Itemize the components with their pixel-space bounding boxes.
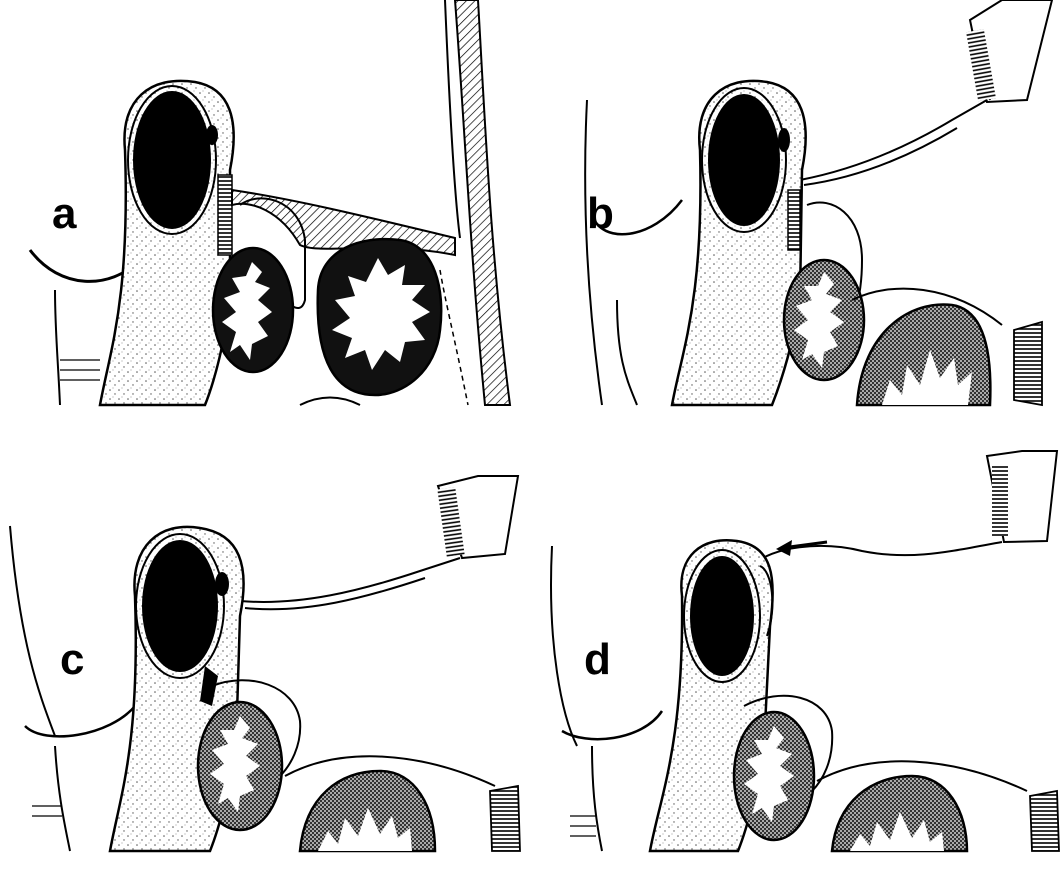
dark-oval [690,556,754,676]
left-tube-wall [55,746,70,851]
panel-d-label: d [584,638,611,682]
small-vessel [215,572,229,596]
left-wall [551,546,577,746]
panel-b-label: b [587,192,614,236]
lower-tube [1014,322,1042,405]
dark-oval [142,540,218,672]
lower-tube [1030,791,1059,851]
outer-wall-hatched [455,0,510,405]
hatched-septum [232,190,455,255]
small-vessel [206,125,218,145]
left-tube-wall [55,290,60,405]
connective-tissue [440,270,468,405]
striped-strip [788,190,800,250]
membrane-line [240,558,460,602]
small-vessel [778,128,790,152]
upper-tube-stripes [992,464,1008,536]
left-tube-wall [592,746,602,851]
lower-tube [490,786,520,851]
panel-d: d [532,446,1064,892]
panel-a-drawing [0,0,532,446]
dark-oval [134,92,210,228]
left-tube-lines [570,816,596,836]
left-wall [585,100,602,405]
striped-strip [218,175,232,255]
membrane-line [800,100,987,180]
panel-a-label: a [52,192,76,236]
base-line [300,398,360,406]
left-lumen-line [562,711,662,739]
panel-a: a [0,0,532,446]
dark-oval [708,94,780,226]
left-tube-lines [60,360,100,380]
left-tube-wall [617,300,637,405]
panel-c-label: c [60,638,84,682]
left-tube-lines [32,806,62,816]
left-lumen-line [25,706,135,736]
panel-d-drawing [532,446,1064,892]
left-wall [10,526,55,736]
panel-b: b [532,0,1064,446]
panel-c: c [0,446,532,892]
